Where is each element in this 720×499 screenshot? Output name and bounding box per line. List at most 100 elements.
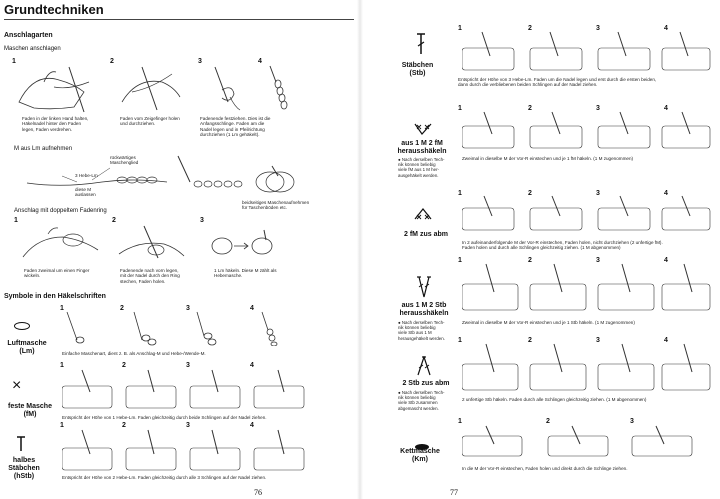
step-number: 3: [200, 217, 204, 224]
subheading-maschen-anschlagen: Maschen anschlagen: [4, 46, 61, 52]
step-number: 4: [664, 337, 668, 344]
subheading-fadenring: Anschlag mit doppeltem Fadenring: [14, 208, 107, 214]
caption-halbes-staebchen: Entspricht der Höhe von 2 Hebe-Lm. Faden…: [62, 475, 267, 480]
chain-stitch-symbol-icon: [14, 322, 30, 330]
increase-single-crochet-symbol-icon: [414, 123, 432, 135]
step-number: 2: [528, 337, 532, 344]
step-number: 3: [630, 418, 634, 425]
step-number: 1: [458, 337, 462, 344]
decrease-single-crochet-symbol-icon: [414, 208, 432, 220]
step-number: 2: [528, 105, 532, 112]
step-number: 2: [110, 58, 114, 65]
step-number: 1: [458, 25, 462, 32]
single-crochet-steps-illustration: [62, 369, 305, 409]
note-2stb-zus-abm: ● Nach derselben Tech-nik können beliebi…: [398, 390, 445, 411]
symbol-label-2stb-zus-abm: 2 Stb zus abm: [402, 380, 450, 387]
half-double-crochet-steps-illustration: [62, 429, 305, 471]
ring-chain-illustration: [211, 229, 273, 255]
caption-2fm-zus-abm: In 2 aufeinanderfolgende M der Vor-R ein…: [462, 240, 663, 251]
step-number: 1: [14, 217, 18, 224]
caption-2stb-zus-abm: 2 unfertige Stb häkeln. Faden durch alle…: [462, 397, 647, 402]
caption-step-b2: Fadenende nach vorn legen,mit der Nadel …: [120, 268, 180, 284]
both-side-pickup-illustration: [255, 165, 295, 193]
step-number: 2: [122, 422, 126, 429]
caption-aus-1m-2stb: Zweimal in dieselbe M der Vor-R einstech…: [462, 320, 635, 325]
chain-pickup-diagram: [26, 167, 168, 186]
step-number: 3: [596, 337, 600, 344]
symbol-label-staebchen: Stäbchen(Stb): [401, 62, 434, 77]
caption-luftmasche: Einfache Maschenart, dient z. B. als Ans…: [62, 351, 206, 356]
step-number: 4: [664, 257, 668, 264]
step-number: 3: [596, 105, 600, 112]
label-hebe-lm: 3 Hebe-Lm: [75, 173, 98, 178]
step-number: 3: [186, 422, 190, 429]
chain-stitch-steps-illustration: [66, 311, 278, 346]
hand-holding-yarn-illustration: [18, 66, 90, 113]
chain-illustration: [269, 65, 288, 110]
book-gutter: [357, 0, 363, 499]
caption-staebchen: Entspricht der Höhe von 3 Hebe-Lm. Faden…: [458, 77, 657, 88]
page-title: Grundtechniken: [4, 2, 104, 17]
step-number: 4: [258, 58, 262, 65]
double-crochet-symbol-icon: [417, 33, 425, 54]
step-number: 2: [120, 305, 124, 312]
hook-in-chain-illustration: [177, 155, 243, 188]
step-number: 2: [112, 217, 116, 224]
yarn-over-hook-illustration: [121, 66, 181, 111]
section-heading-anschlagarten: Anschlagarten: [4, 32, 53, 39]
step-number: 4: [664, 25, 668, 32]
yarn-wrap-finger-illustration: [22, 227, 99, 258]
decrease-double-crochet-steps-illustration: [462, 343, 711, 391]
note-aus-1m-2stb: ● Nach derselben Tech-nik können beliebi…: [398, 320, 445, 341]
step-number: 4: [250, 362, 254, 369]
slip-knot-illustration: [214, 66, 241, 111]
step-number: 1: [60, 305, 64, 312]
step-number: 1: [60, 422, 64, 429]
step-number: 4: [664, 190, 668, 197]
decrease-single-crochet-steps-illustration: [462, 195, 711, 231]
note-aus-1m-2fm: ● Nach derselben Tech-nik können beliebi…: [398, 157, 445, 178]
step-number: 4: [250, 422, 254, 429]
page-number-left: 76: [254, 488, 262, 497]
step-number: 3: [596, 257, 600, 264]
step-number: 1: [458, 105, 462, 112]
single-crochet-symbol-icon: ×: [12, 377, 22, 394]
hook-through-ring-illustration: [118, 225, 185, 259]
increase-double-crochet-steps-illustration: [462, 263, 711, 311]
step-number: 4: [664, 105, 668, 112]
caption-aus-1m-2fm: Zweimal in dieselbe M der Vor-R einstech…: [462, 156, 634, 161]
slip-stitch-steps-illustration: [462, 425, 693, 457]
step-number: 1: [12, 58, 16, 65]
symbol-label-kettmasche: Kettmasche(Km): [400, 448, 440, 463]
step-number: 3: [186, 362, 190, 369]
symbol-label-feste-masche: feste Masche(fM): [8, 403, 52, 418]
step-number: 1: [60, 362, 64, 369]
increase-single-crochet-steps-illustration: [462, 111, 711, 149]
caption-step-a1: Faden in der linken Hand halten,Häkelnad…: [22, 116, 89, 132]
step-number: 4: [250, 305, 254, 312]
step-number: 2: [528, 190, 532, 197]
section-heading-symbole: Symbole in den Häkelschriften: [4, 293, 106, 300]
step-number: 1: [458, 190, 462, 197]
step-number: 3: [186, 305, 190, 312]
step-number: 1: [458, 257, 462, 264]
double-crochet-steps-illustration: [462, 31, 711, 71]
step-number: 3: [596, 25, 600, 32]
subheading-lm-aufnehmen: M aus Lm aufnehmen: [14, 146, 73, 152]
step-number: 1: [458, 418, 462, 425]
step-number: 2: [528, 25, 532, 32]
slip-stitch-symbol-icon: [415, 444, 429, 450]
title-rule: [4, 19, 354, 20]
page-number-right: 77: [450, 488, 458, 497]
symbol-label-luftmasche: Luftmasche(Lm): [7, 340, 47, 355]
